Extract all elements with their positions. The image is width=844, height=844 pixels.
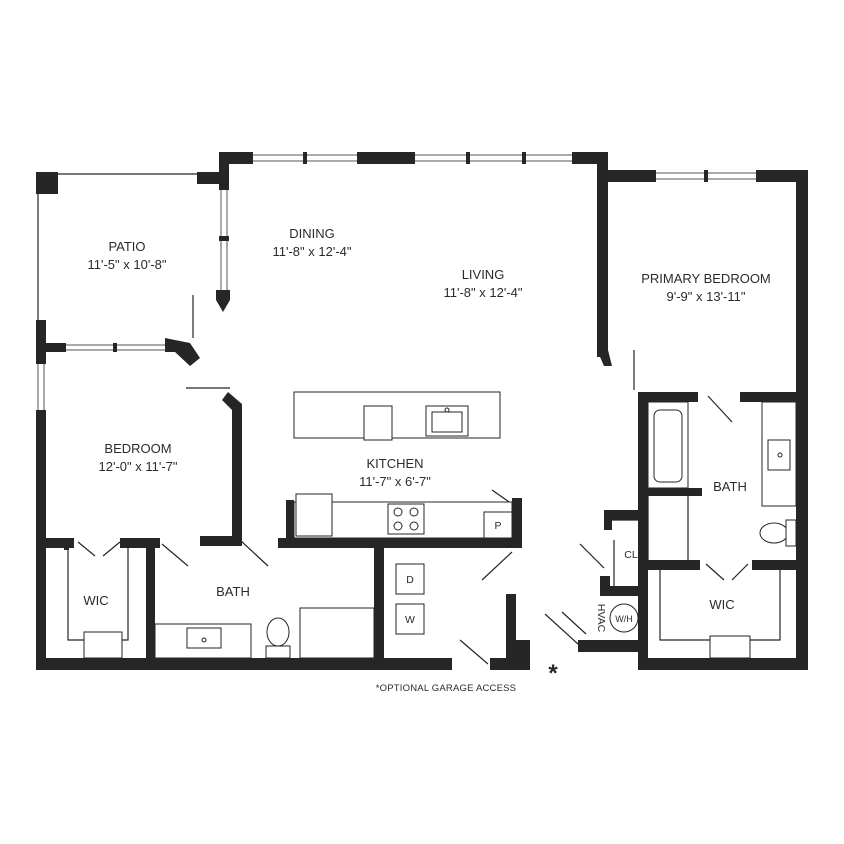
toilet-left [266,617,290,647]
wic-right-shelf [709,635,751,659]
windows [37,152,756,410]
kitchen-dims: 11'-7" x 6'-7" [359,474,431,489]
wic-right-name: WIC [709,597,734,612]
exterior-walls [36,152,808,670]
primary-bedroom-name: PRIMARY BEDROOM [641,271,771,286]
kitchen-name: KITCHEN [366,456,423,471]
bedroom-dims: 12'-0" x 11'-7" [99,459,178,474]
wic-left-name: WIC [83,593,108,608]
washer-label: W [405,614,415,626]
linen-shelf [299,607,375,659]
doors [77,350,749,665]
garage-access-marker: * [548,660,558,687]
range [387,503,425,535]
bath-left-name: BATH [216,584,250,599]
patio-name: PATIO [108,239,145,254]
garage-access-note: *OPTIONAL GARAGE ACCESS [376,683,516,694]
refrigerator [295,493,333,537]
pantry [483,511,513,539]
footnote: * *OPTIONAL GARAGE ACCESS [376,660,559,694]
dryer-label: D [406,574,414,586]
living-dims: 11'-8" x 12'-4" [444,285,523,300]
interior-walls [36,392,808,670]
fixtures [67,391,797,659]
pantry-label: P [494,520,501,532]
wic-left-shelf [83,631,123,659]
dishwasher [363,405,393,441]
patio-dims: 11'-5" x 10'-8" [88,257,167,272]
dining-name: DINING [289,226,335,241]
living-name: LIVING [462,267,505,282]
water-heater [609,603,639,633]
dryer [395,563,425,595]
kitchen-island [293,391,501,439]
water-heater-label: W/H [615,614,633,624]
dining-dims: 11'-8" x 12'-4" [273,244,352,259]
toilet-right [759,522,789,544]
closet-label: CL [624,549,638,561]
primary-bedroom-dims: 9'-9" x 13'-11" [667,289,746,304]
bedroom-name: BEDROOM [104,441,171,456]
fixture-labels: P D W CL HVAC W/H [405,520,638,633]
hvac-label: HVAC [595,604,607,633]
washer [395,603,425,635]
room-labels: PATIO 11'-5" x 10'-8" DINING 11'-8" x 12… [83,226,770,612]
bath-right-name: BATH [713,479,747,494]
